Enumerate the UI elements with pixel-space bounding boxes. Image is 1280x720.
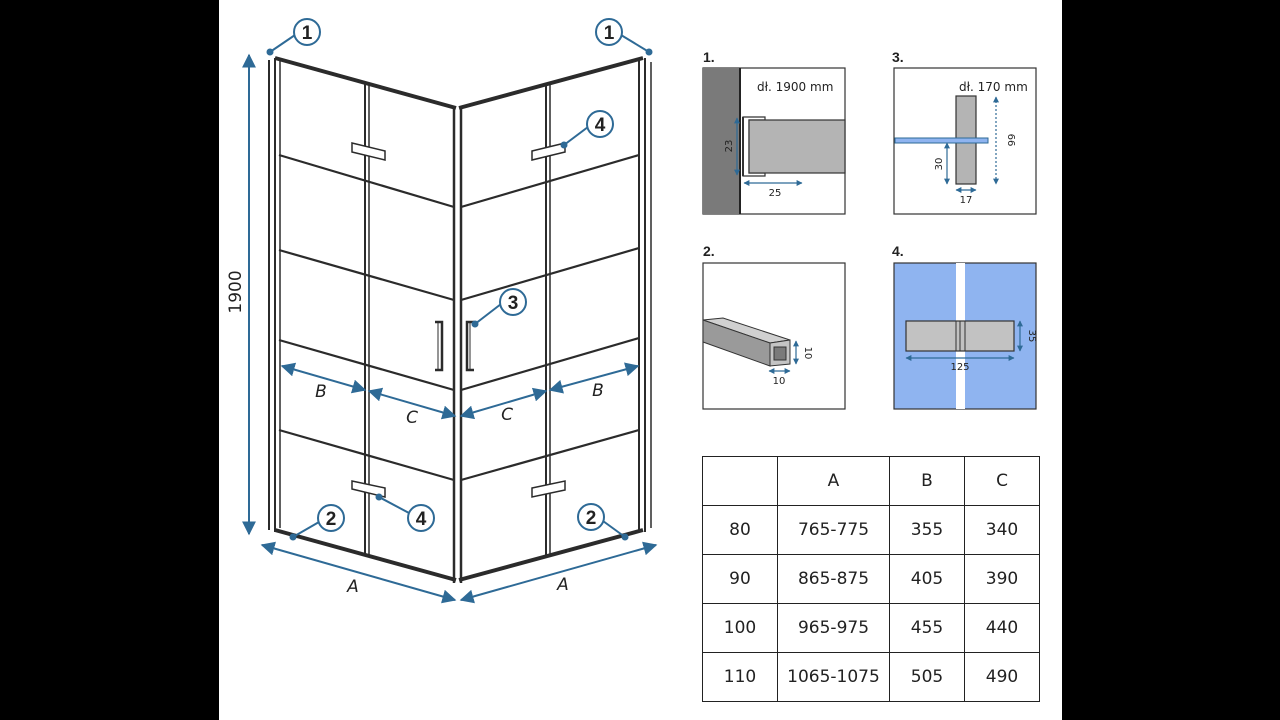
table-row: 80 765-775 355 340 [702, 505, 1040, 555]
table-header-cell: B [889, 456, 965, 506]
detail-2: 2. 10 10 [702, 243, 846, 410]
table-cell: 110 [702, 652, 778, 702]
detail-3-leg-dim: 30 [934, 158, 945, 171]
segment-label-b-left: B [315, 382, 327, 402]
table-cell: 340 [964, 505, 1040, 555]
table-header-row: A B C [702, 456, 1040, 506]
table-cell: 355 [889, 505, 965, 555]
callout-2-right: 2 [586, 508, 597, 529]
table-cell: 1065-1075 [777, 652, 890, 702]
width-dimension-right [459, 541, 658, 604]
detail-1-height-dim: 23 [724, 140, 735, 153]
table-row: 90 865-875 405 390 [702, 554, 1040, 604]
table-cell: 90 [702, 554, 778, 604]
callout-2-left: 2 [326, 509, 337, 530]
segment-label-c-right: C [501, 405, 513, 425]
segment-c-left [367, 387, 457, 420]
table-cell: 390 [964, 554, 1040, 604]
table-cell: 455 [889, 603, 965, 653]
detail-1: 1. dł. 1900 mm 23 25 [702, 49, 846, 215]
table-row: 110 1065-1075 505 490 [702, 652, 1040, 702]
detail-1-width-dim: 25 [769, 188, 782, 199]
dimension-lines [242, 34, 658, 604]
table-cell: 765-775 [777, 505, 890, 555]
table-cell: 405 [889, 554, 965, 604]
detail-2-width-dim: 10 [773, 376, 786, 387]
height-label: 1900 [226, 270, 246, 313]
segment-b-left [280, 362, 367, 394]
segment-label-b-right: B [592, 381, 604, 401]
detail-4-number: 4. [892, 243, 904, 259]
detail-3-height-dim: 66 [1005, 134, 1016, 147]
callout-1-right: 1 [604, 23, 615, 44]
detail-2-height-dim: 10 [802, 347, 813, 360]
table-cell: 865-875 [777, 554, 890, 604]
table-header-cell [702, 456, 778, 506]
segment-b-right [548, 362, 640, 394]
detail-1-length: dł. 1900 mm [757, 80, 833, 94]
width-label-right: A [556, 575, 569, 595]
diagram-canvas: 1 1 2 2 3 4 4 1900 A A B C C B 1. dł [219, 0, 1062, 720]
callout-3: 3 [508, 293, 519, 314]
detail-4-width-dim: 125 [950, 362, 969, 373]
table-header-cell: C [964, 456, 1040, 506]
callout-4-top: 4 [595, 115, 606, 136]
width-label-left: A [346, 577, 359, 597]
callout-4-bottom: 4 [416, 509, 427, 530]
table-header-cell: A [777, 456, 890, 506]
detail-3: 3. dł. 170 mm 30 66 17 [892, 49, 1037, 215]
width-dimension-left [260, 541, 457, 604]
callout-badges [293, 18, 623, 532]
segment-label-c-left: C [406, 408, 418, 428]
table-cell: 490 [964, 652, 1040, 702]
detail-3-number: 3. [892, 49, 904, 65]
table-row: 100 965-975 455 440 [702, 603, 1040, 653]
detail-4-height-dim: 35 [1026, 330, 1037, 343]
size-table: A B C 80 765-775 355 340 90 865-875 405 … [702, 456, 1040, 702]
detail-3-length: dł. 170 mm [959, 80, 1028, 94]
detail-3-width-dim: 17 [960, 195, 973, 206]
shower-enclosure-drawing: 1 1 2 2 3 4 4 1900 A A B C C B 1. dł [226, 18, 1037, 604]
table-cell: 965-975 [777, 603, 890, 653]
table-cell: 100 [702, 603, 778, 653]
callout-dots [266, 48, 653, 541]
table-cell: 80 [702, 505, 778, 555]
segment-c-right [459, 387, 548, 420]
detail-1-number: 1. [703, 49, 715, 65]
detail-4: 4. 35 125 [892, 243, 1037, 410]
table-cell: 505 [889, 652, 965, 702]
table-cell: 440 [964, 603, 1040, 653]
detail-2-number: 2. [703, 243, 715, 259]
callout-1-left: 1 [302, 23, 313, 44]
